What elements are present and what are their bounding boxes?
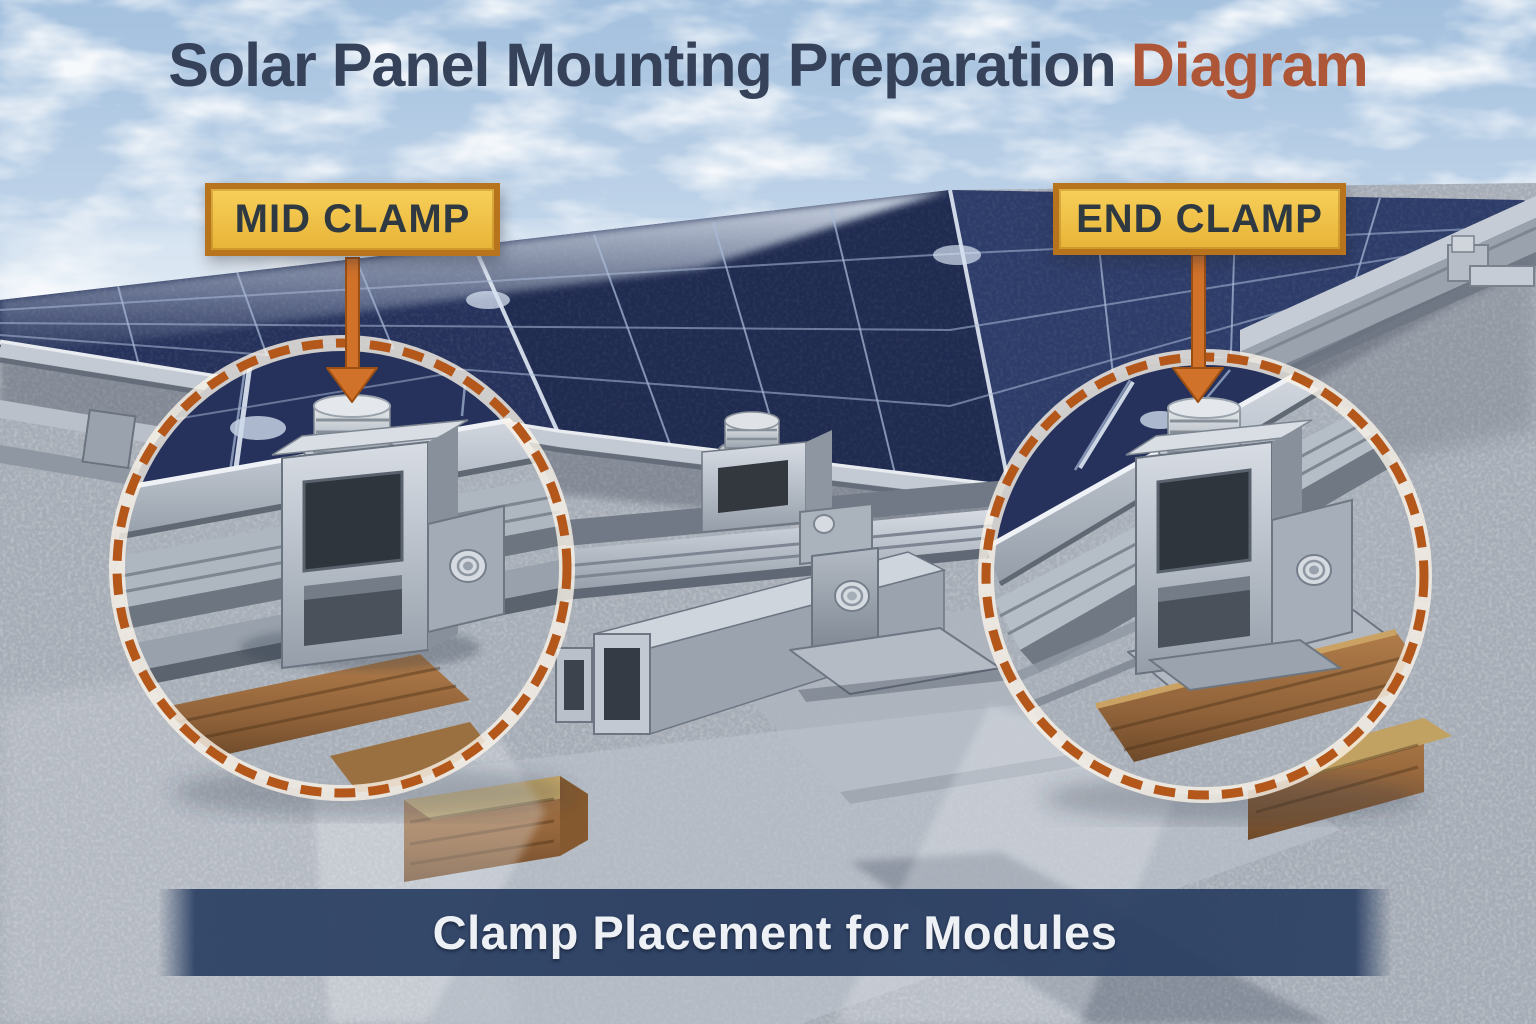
mid-clamp-callout <box>109 335 575 818</box>
mid-clamp-ring <box>112 338 572 798</box>
rail-splice-bracket <box>81 408 137 470</box>
magnified-end-clamp-view <box>986 357 1424 795</box>
mid-clamp-small <box>701 411 832 533</box>
end-clamp-small <box>1447 235 1535 287</box>
l-foot-bracket <box>789 502 1010 702</box>
mid-clamp-magnified <box>240 394 505 670</box>
down-arrow-icon <box>1191 254 1206 371</box>
panel-glare <box>0 190 950 358</box>
magnified-mid-clamp-view <box>117 343 567 793</box>
end-clamp-callout <box>978 349 1432 822</box>
down-arrow-icon <box>345 257 360 371</box>
caption-text: Clamp Placement for Modules <box>432 906 1118 959</box>
title-main: Solar Panel Mounting Preparation <box>168 31 1117 99</box>
end-clamp-magnified <box>1125 397 1353 692</box>
wood-batten <box>160 654 470 758</box>
right-rail <box>1239 196 1536 398</box>
center-rail-assembly <box>544 411 1010 736</box>
mid-clamp-label: MID CLAMP <box>205 183 500 256</box>
clamp-bolt <box>1167 397 1241 419</box>
title-accent: Diagram <box>1130 31 1369 99</box>
end-clamp-arrow <box>1172 254 1224 403</box>
end-clamp-label: END CLAMP <box>1053 183 1346 255</box>
wood-plank <box>1096 632 1424 762</box>
caption-bar: Clamp Placement for Modules <box>158 889 1392 976</box>
mid-clamp-arrow <box>326 257 378 403</box>
